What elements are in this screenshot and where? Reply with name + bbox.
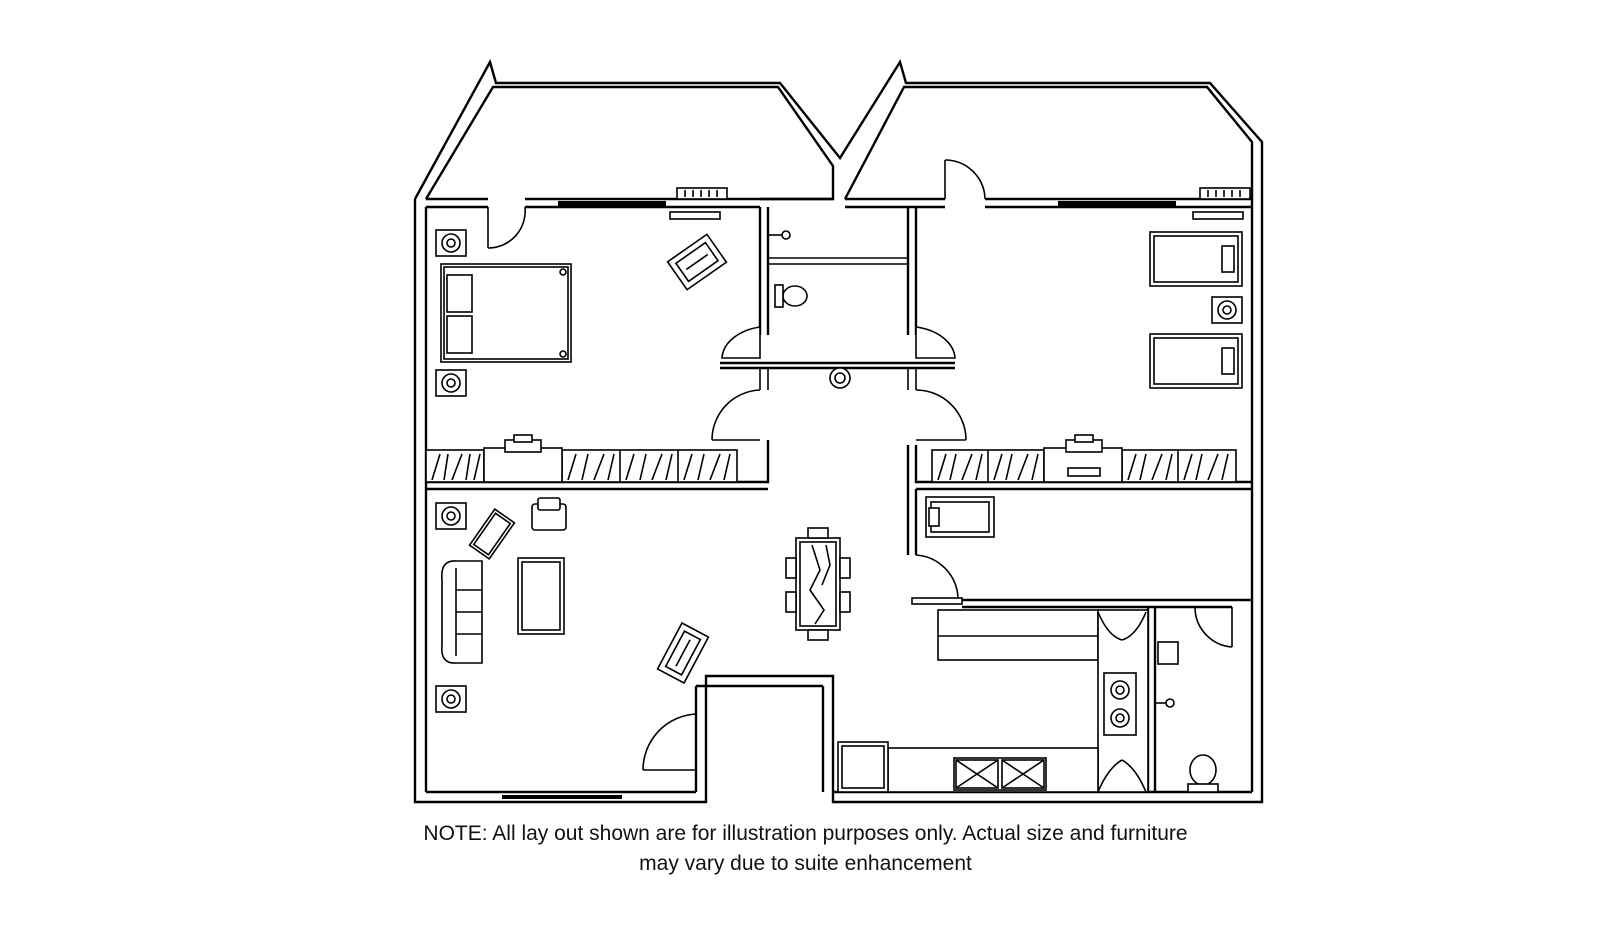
wall-ledge-right: [1192, 211, 1244, 220]
shower-head-lower: [1155, 698, 1175, 708]
stove: [1110, 680, 1130, 728]
nightstand-lamp-2: [435, 369, 467, 397]
tv-living-room: [656, 621, 710, 685]
floor-lamp-2: [435, 685, 467, 713]
toilet-upper: [774, 284, 808, 308]
bedroom-door-right: [915, 389, 967, 441]
ac-unit-right: [1199, 187, 1251, 200]
wardrobe-right: [931, 434, 1237, 483]
shower-head: [768, 230, 791, 240]
ac-unit-left: [676, 187, 728, 200]
floor-lamp-1: [435, 502, 467, 530]
sliding-window-left: [558, 201, 666, 206]
bathroom-door-right: [915, 326, 956, 359]
entrance-door: [642, 713, 697, 771]
washbasin-upper: [829, 367, 851, 389]
double-sink: [953, 757, 1047, 791]
wardrobe-left: [425, 434, 738, 483]
kitchen-bath-door: [1194, 606, 1233, 648]
single-bed-2: [1149, 333, 1243, 389]
study-desk: [925, 496, 995, 538]
study-door: [915, 554, 959, 599]
nightstand-lamp-3: [1211, 296, 1243, 324]
kitchen-door-top: [1097, 611, 1147, 641]
kitchen-counter-top: [937, 609, 1099, 661]
balcony-door-left: [487, 206, 527, 249]
dining-table: [785, 527, 851, 641]
balcony-wall: [426, 187, 1252, 220]
wall-ledge-left: [669, 211, 721, 220]
armchair: [531, 497, 567, 531]
sliding-window-right: [1058, 201, 1176, 206]
side-table: [468, 507, 516, 561]
kitchen-counter-side: [1097, 609, 1149, 793]
tv-bedroom-left: [666, 233, 728, 291]
coffee-table: [517, 557, 565, 635]
single-bed-1: [1149, 231, 1243, 287]
window-bottom: [502, 795, 622, 799]
toilet-lower: [1187, 754, 1219, 793]
double-bed: [440, 263, 572, 363]
sofa: [440, 560, 483, 664]
washbasin-lower: [1157, 641, 1179, 665]
disclaimer-note-line2: may vary due to suite enhancement: [639, 852, 972, 875]
balcony-door-right: [944, 159, 986, 200]
interior-walls: [426, 207, 1252, 792]
bedroom-door-left: [711, 389, 761, 441]
bathroom-door-left: [721, 326, 761, 359]
nightstand-lamp-1: [435, 229, 467, 257]
kitchen-door-bottom: [1097, 759, 1147, 793]
disclaimer-note-line1: NOTE: All lay out shown are for illustra…: [423, 822, 1188, 845]
